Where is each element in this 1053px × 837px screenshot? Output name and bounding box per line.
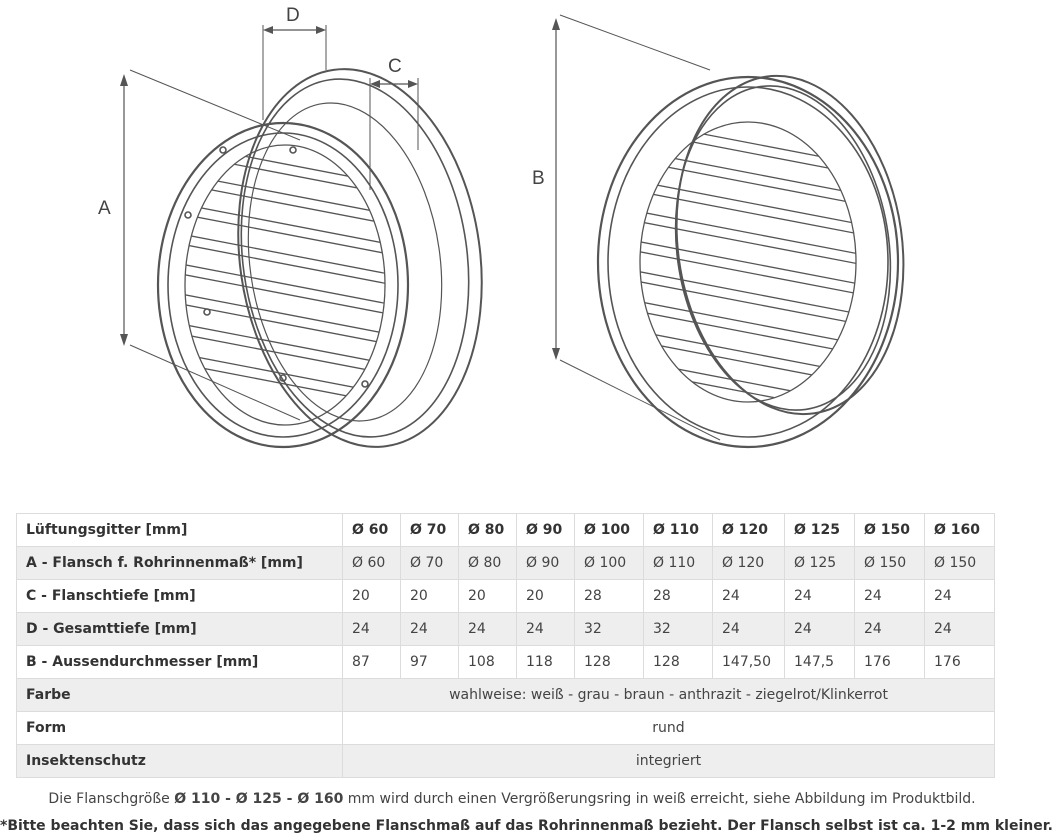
table-cell: 118 — [516, 645, 575, 679]
merged-value-cell: rund — [342, 711, 995, 745]
table-cell: 176 — [924, 645, 995, 679]
table-cell: 24 — [784, 612, 855, 646]
table-cell: 24 — [854, 612, 925, 646]
header-size: Ø 160 — [924, 513, 995, 547]
row-label: D - Gesamttiefe [mm] — [16, 612, 343, 646]
table-cell: Ø 90 — [516, 546, 575, 580]
table-cell: Ø 60 — [342, 546, 401, 580]
table-cell: 24 — [516, 612, 575, 646]
table-cell: 24 — [854, 579, 925, 613]
table-cell: Ø 110 — [643, 546, 713, 580]
dimension-b-label: B — [532, 168, 545, 189]
table-cell: 24 — [458, 612, 517, 646]
note-prefix: Die Flanschgröße — [48, 791, 170, 807]
table-cell: Ø 70 — [400, 546, 459, 580]
header-size: Ø 110 — [643, 513, 713, 547]
right-vent-view — [552, 14, 905, 449]
table-cell: 128 — [574, 645, 644, 679]
table-cell: 87 — [342, 645, 401, 679]
dimension-c-label: C — [388, 56, 402, 77]
vent-technical-drawing: D C A B — [98, 5, 905, 449]
table-cell: 24 — [924, 579, 995, 613]
table-cell: 147,5 — [784, 645, 855, 679]
table-cell: 32 — [574, 612, 644, 646]
header-size: Ø 150 — [854, 513, 925, 547]
header-size: Ø 60 — [342, 513, 401, 547]
table-cell: Ø 100 — [574, 546, 644, 580]
merged-value-cell: integriert — [342, 744, 995, 778]
header-size: Ø 90 — [516, 513, 575, 547]
header-size: Ø 100 — [574, 513, 644, 547]
table-cell: 24 — [400, 612, 459, 646]
flange-footnote: *Bitte beachten Sie, dass sich das angeg… — [0, 818, 1053, 834]
table-cell: 128 — [643, 645, 713, 679]
table-cell: 24 — [712, 579, 785, 613]
header-size: Ø 125 — [784, 513, 855, 547]
table-cell: 24 — [924, 612, 995, 646]
header-size: Ø 70 — [400, 513, 459, 547]
table-cell: 20 — [458, 579, 517, 613]
note-sizes: Ø 110 - Ø 125 - Ø 160 — [174, 791, 344, 807]
table-cell: 147,50 — [712, 645, 785, 679]
merged-value-cell: wahlweise: weiß - grau - braun - anthraz… — [342, 678, 995, 712]
table-cell: 28 — [643, 579, 713, 613]
flange-size-note: Die Flanschgröße Ø 110 - Ø 125 - Ø 160 m… — [0, 791, 1024, 807]
table-cell: Ø 80 — [458, 546, 517, 580]
row-label: A - Flansch f. Rohrinnenmaß* [mm] — [16, 546, 343, 580]
dimension-d-label: D — [286, 5, 300, 26]
table-cell: 176 — [854, 645, 925, 679]
table-cell: 32 — [643, 612, 713, 646]
table-cell: Ø 150 — [854, 546, 925, 580]
table-cell: Ø 120 — [712, 546, 785, 580]
row-label: C - Flanschtiefe [mm] — [16, 579, 343, 613]
table-cell: 24 — [784, 579, 855, 613]
table-cell: Ø 150 — [924, 546, 995, 580]
dimension-a-label: A — [98, 198, 111, 219]
table-cell: 24 — [712, 612, 785, 646]
row-label: B - Aussendurchmesser [mm] — [16, 645, 343, 679]
table-cell: 28 — [574, 579, 644, 613]
row-label: Farbe — [16, 678, 343, 712]
table-cell: 108 — [458, 645, 517, 679]
table-cell: 97 — [400, 645, 459, 679]
row-label: Insektenschutz — [16, 744, 343, 778]
table-cell: 20 — [516, 579, 575, 613]
table-cell: Ø 125 — [784, 546, 855, 580]
table-cell: 20 — [400, 579, 459, 613]
table-cell: 24 — [342, 612, 401, 646]
note-suffix: mm wird durch einen Vergrößerungsring in… — [347, 791, 976, 807]
table-cell: 20 — [342, 579, 401, 613]
header-label: Lüftungsgitter [mm] — [16, 513, 343, 547]
left-vent-view — [120, 25, 483, 449]
header-size: Ø 80 — [458, 513, 517, 547]
header-size: Ø 120 — [712, 513, 785, 547]
row-label: Form — [16, 711, 343, 745]
